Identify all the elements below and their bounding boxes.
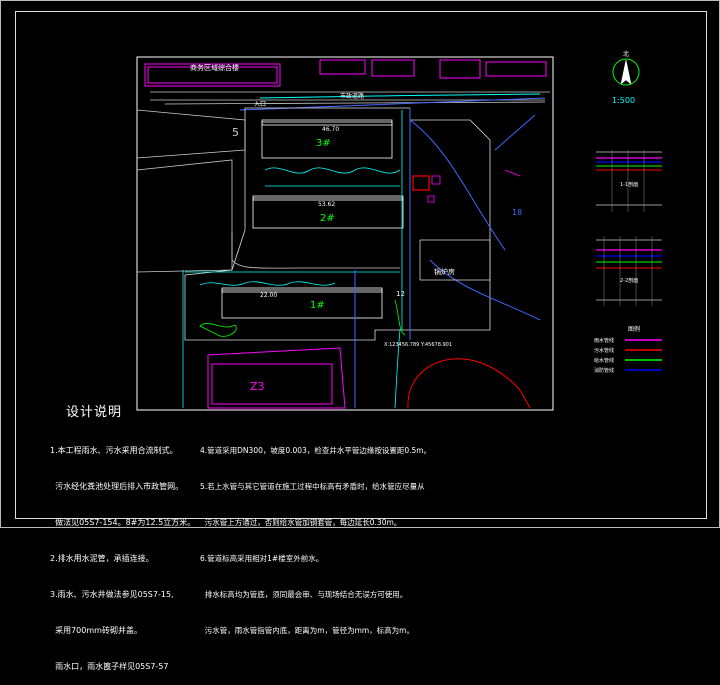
note-line: 做法见05S7-154。8#为12.5立方米。 (50, 518, 196, 527)
street-label: 市政道路 (340, 92, 364, 100)
note-line: 4.管道采用DN300，坡度0.003，检查井水平管边缘按设置距0.5m。 (200, 446, 432, 455)
north-arrow-icon (612, 58, 640, 86)
parking-row-1 (264, 167, 401, 187)
legend-title: 图例 (628, 325, 640, 333)
notes-left: 1.本工程雨水、污水采用合流制式。 污水经化粪池处理后排入市政管网。 做法见05… (50, 421, 195, 685)
note-line: 6.管道标高采用相对1#楼室外前水。 (200, 554, 324, 563)
water-network (182, 110, 403, 409)
scale-label: 1:500 (612, 96, 635, 105)
boiler-room (419, 239, 491, 281)
block-z3: Z3 (250, 380, 265, 393)
note-line: 雨水口，雨水篦子样见05S7-57 (50, 662, 169, 671)
red-arc (407, 358, 531, 409)
building-1 (221, 287, 383, 319)
coordinate-text: X:123456.789 Y:45678.901 (384, 342, 452, 348)
section-2-label: 2-2剖面 (620, 277, 638, 284)
driveway (231, 232, 400, 269)
block-18: 18 (512, 208, 522, 217)
water-pipe-top (259, 93, 541, 99)
green-area (199, 323, 237, 337)
block-5: 5 (232, 126, 239, 139)
storm-network (354, 108, 541, 408)
legend-label: 污水管线 (594, 347, 614, 354)
building-1-label: 1# (310, 300, 325, 311)
site-plan-drawing: 商务区域综合楼 市政道路 入口 5 3# 46.70 2# 53.62 (136, 50, 662, 411)
notes-title: 设计说明 (66, 405, 123, 420)
magenta-markers (427, 169, 521, 203)
building-1-dim: 22.00 (260, 292, 277, 299)
legend-label: 雨水管线 (594, 337, 614, 344)
note-line: 1.本工程雨水、污水采用合流制式。 (50, 446, 178, 455)
inner-frame (15, 11, 707, 519)
note-line: 5.若上水管与其它管道在施工过程中标高有矛盾时，给水管应尽量从 (200, 482, 425, 491)
notes-right: 4.管道采用DN300，坡度0.003，检查井水平管边缘按设置距0.5m。 5.… (200, 421, 431, 649)
legend-label: 消防管线 (594, 367, 614, 374)
storm-pipe-top (239, 97, 546, 111)
section-1 (596, 150, 662, 212)
legend-label: 给水管线 (594, 357, 614, 364)
building-z3 (207, 347, 346, 409)
boiler-room-label: 锅炉房 (434, 267, 455, 276)
building-3-label: 3# (316, 138, 331, 149)
site-boundary (184, 107, 491, 341)
street-lines (150, 91, 550, 105)
building-3 (261, 119, 393, 159)
note-line: 污水管，雨水管指管内底，距离为m，管径为mm，标高为m。 (200, 626, 414, 635)
left-lot (136, 109, 246, 273)
note-line: 采用700mm砖砌井盖。 (50, 626, 142, 635)
block-12: 12 (396, 290, 405, 298)
note-line: 污水经化粪池处理后排入市政管网。 (50, 482, 184, 491)
entrance-label: 入口 (254, 101, 266, 108)
sewer-network (394, 299, 406, 336)
building-2-label: 2# (320, 213, 335, 224)
building-3-dim: 46.70 (322, 126, 339, 133)
building-2 (252, 195, 404, 229)
note-line: 排水标高均为管底，须同最会审、与现场结合无误方可使用。 (200, 590, 408, 599)
note-line: 2.排水用水泥管，承插连接。 (50, 554, 154, 563)
building-2-dim: 53.62 (318, 201, 335, 208)
section-1-label: 1-1剖面 (620, 181, 638, 188)
note-line: 3.雨水、污水井做法参见05S7-15, (50, 590, 174, 599)
red-marker (412, 175, 430, 191)
north-label: 北 (623, 50, 629, 58)
note-line: 污水管上方通过，否则给水管加钢套管，每边延长0.30m。 (200, 518, 402, 527)
top-building-label: 商务区域综合楼 (190, 63, 239, 72)
section-2 (596, 236, 662, 306)
top-buildings (144, 59, 547, 87)
plan-border (136, 56, 554, 411)
parking-row-2 (185, 271, 400, 286)
